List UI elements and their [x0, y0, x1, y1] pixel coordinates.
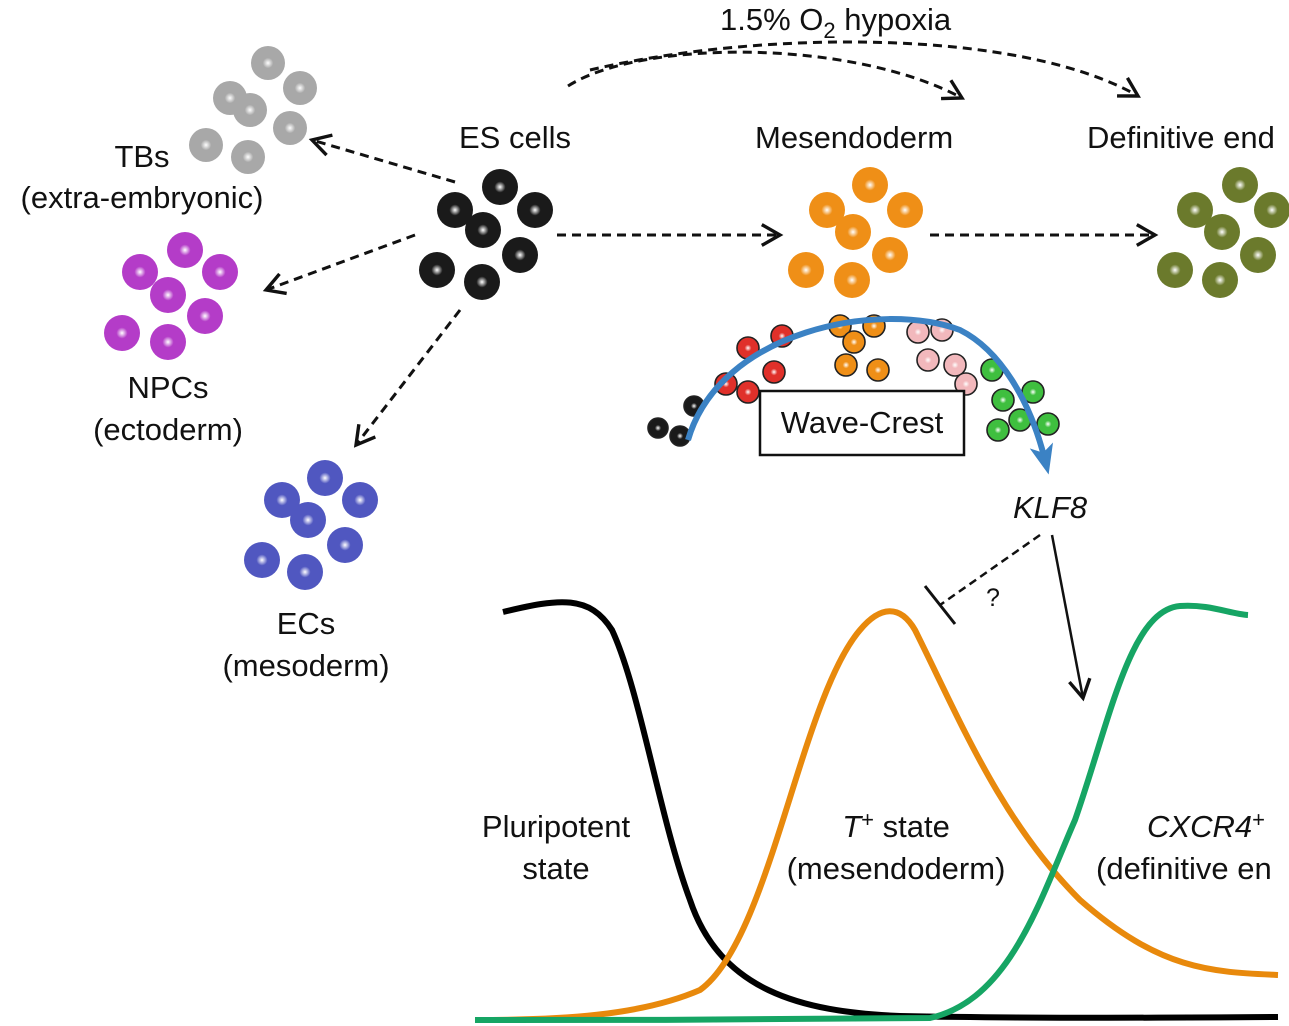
wave-crest-box [758, 389, 966, 457]
olive-cell [1254, 192, 1289, 228]
orange-cell [809, 192, 845, 228]
olive-cell [1202, 262, 1238, 298]
blue-cell [290, 502, 326, 538]
purple-cell [150, 324, 186, 360]
gray-cell [251, 46, 285, 80]
black-cell [482, 169, 518, 205]
klf8-label: KLF8 [1013, 490, 1088, 525]
red-cell [714, 372, 738, 396]
black-cell [464, 264, 500, 300]
olive-cell [1177, 192, 1213, 228]
tbs-sublabel: (extra-embryonic) [21, 180, 264, 215]
gray-cell [233, 93, 267, 127]
pink-cell [916, 348, 940, 372]
ecs-label: ECs [277, 606, 336, 641]
cxcr4-label: CXCR4+ [1147, 807, 1265, 844]
orange-cell [834, 353, 858, 377]
blue-cell [307, 460, 343, 496]
mesendoderm-label: Mesendoderm [755, 120, 953, 155]
purple-cell [150, 277, 186, 313]
gray-cell [231, 140, 265, 174]
ecs-sublabel: (mesoderm) [222, 648, 389, 683]
pink-cell [954, 372, 978, 396]
blue-cell [264, 482, 300, 518]
olive-cell [1157, 252, 1193, 288]
green-cell [986, 418, 1010, 442]
black-cell [465, 212, 501, 248]
orange-cell [788, 252, 824, 288]
black-cell [517, 192, 553, 228]
cxcr4-sublabel: (definitive en [1096, 851, 1272, 886]
definitive-endoderm-label: Definitive end [1087, 120, 1275, 155]
endoderm-curve [474, 602, 1249, 1023]
wave-crest-label: Wave-Crest [781, 405, 944, 440]
gray-cell [273, 111, 307, 145]
blue-cell [327, 527, 363, 563]
npcs-label: NPCs [128, 370, 209, 405]
tbs-label: TBs [114, 139, 169, 174]
t-state-sublabel: (mesendoderm) [787, 851, 1006, 886]
purple-cell [167, 232, 203, 268]
orange-cell [872, 237, 908, 273]
mesendoderm-curve [474, 608, 1279, 1023]
purple-cell [104, 315, 140, 351]
gray-cell [189, 128, 223, 162]
pluripotent-curve [502, 599, 1279, 1021]
hypoxia-arrows [567, 40, 1141, 101]
red-cell [736, 380, 760, 404]
orange-cell [852, 167, 888, 203]
gray-cell [283, 71, 317, 105]
purple-cell [202, 254, 238, 290]
wave-crest-arrow [685, 316, 1053, 475]
purple-cell [122, 254, 158, 290]
pluripotent-sublabel: state [522, 851, 589, 886]
orange-cell [887, 192, 923, 228]
blue-cell [287, 554, 323, 590]
orange-cell [842, 330, 866, 354]
lineage-arrows [262, 133, 1159, 448]
npcs-sublabel: (ectoderm) [93, 412, 243, 447]
olive-cell [1240, 237, 1276, 273]
green-cell [991, 388, 1015, 412]
inhibition-bar [923, 585, 957, 625]
pink-cell [943, 353, 967, 377]
blue-cell [244, 542, 280, 578]
pluripotent-label: Pluripotent [482, 809, 631, 844]
black-cell [437, 192, 473, 228]
black-cell [647, 417, 669, 439]
es-cells-label: ES cells [459, 120, 571, 155]
orange-cell [866, 358, 890, 382]
t-state-label: T+ state [842, 807, 950, 844]
black-cell [419, 252, 455, 288]
blue-cell [342, 482, 378, 518]
purple-cell [187, 298, 223, 334]
klf8-inhibition-line [939, 533, 1041, 607]
klf8-activation-arrow [1050, 534, 1092, 702]
cell-clusters [104, 46, 1289, 590]
hypoxia-label: 1.5% O2 hypoxia [720, 2, 952, 43]
question-mark: ? [986, 584, 1000, 612]
olive-cell [1222, 167, 1258, 203]
red-cell [762, 360, 786, 384]
olive-cell [1204, 214, 1240, 250]
black-cell [502, 237, 538, 273]
orange-cell [835, 214, 871, 250]
green-cell [1036, 412, 1060, 436]
orange-cell [834, 262, 870, 298]
state-curves [474, 599, 1279, 1023]
